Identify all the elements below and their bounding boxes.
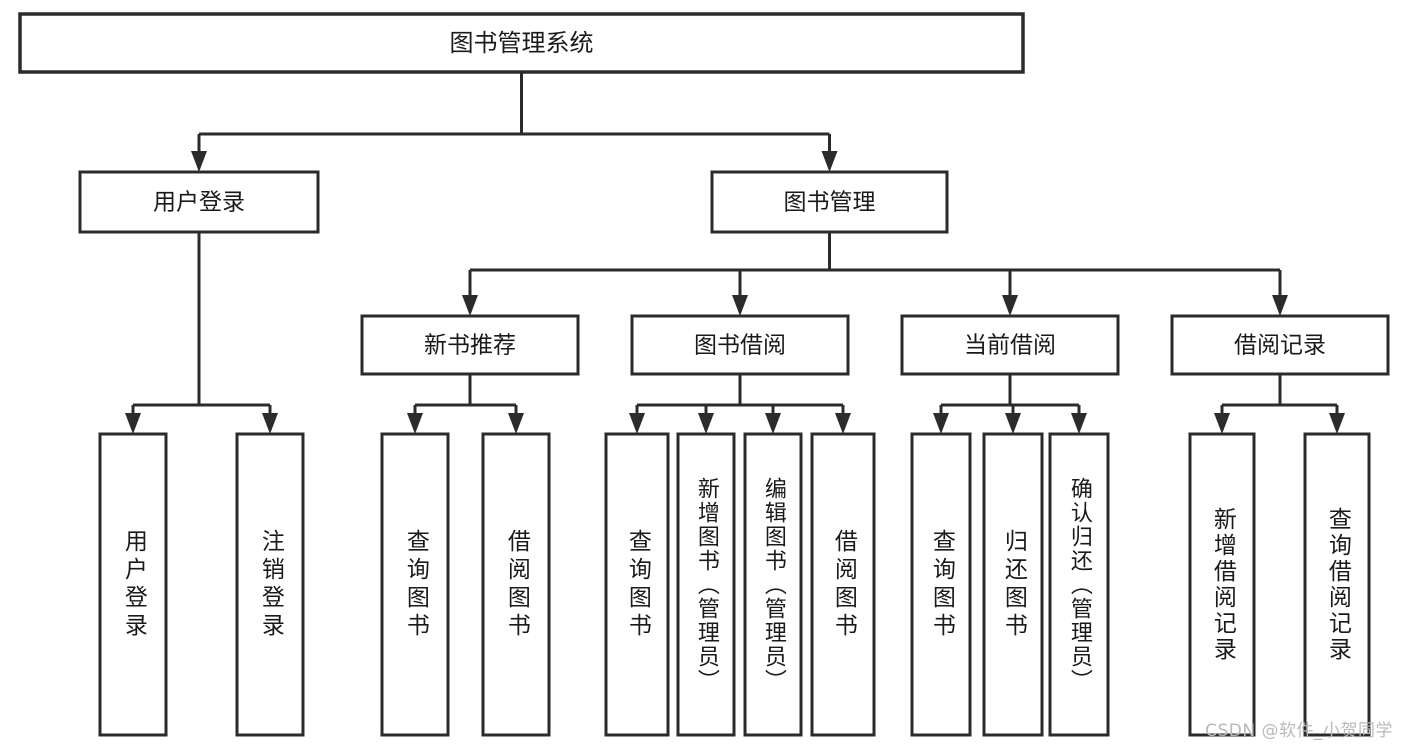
level2-user-login-label: 用户登录 (153, 190, 245, 216)
level3-current-borrow-label: 当前借阅 (964, 333, 1056, 359)
arrow-head-icon-add-borrow-record (1214, 413, 1230, 434)
level2-book-management-label: 图书管理 (784, 190, 876, 216)
arrow-head-icon-confirm-return-admin (1071, 413, 1087, 434)
arrow-head-icon-borrow-record (1272, 295, 1288, 316)
level3-book-borrow-label: 图书借阅 (694, 333, 786, 359)
arrow-head-icon-new-book-recommend (462, 295, 478, 316)
level3-borrow-record-label: 借阅记录 (1234, 333, 1326, 359)
connectors-layer (125, 72, 1345, 434)
leaf-query-book-box[interactable] (910, 432, 972, 737)
leaf-add-borrow-record-box[interactable] (1188, 432, 1256, 737)
leaf-query-borrow-record-box[interactable] (1303, 432, 1371, 737)
leaf-query-book-box[interactable] (380, 432, 450, 737)
level2-user-login-box[interactable] (78, 170, 320, 234)
arrow-head-icon-query-book (407, 413, 423, 434)
level3-new-book-recommend-label: 新书推荐 (424, 333, 516, 359)
arrow-head-icon-edit-book-admin (765, 413, 781, 434)
arrow-head-icon-book-management (821, 151, 838, 172)
node-boxes-layer (18, 12, 1390, 737)
watermark: CSDN @软件_小贺同学 (1205, 721, 1393, 741)
leaf-confirm-return-admin-box[interactable] (1048, 432, 1110, 737)
leaf-borrow-book-box[interactable] (481, 432, 551, 737)
leaf-user-login-box[interactable] (98, 432, 168, 737)
level3-borrow-record-box[interactable] (1170, 314, 1390, 376)
level3-book-borrow-box[interactable] (630, 314, 850, 376)
arrow-head-icon-user-login (125, 413, 141, 434)
root-book-management-system-box[interactable] (18, 12, 1025, 74)
root-book-management-system-label: 图书管理系统 (450, 29, 594, 57)
arrow-head-icon-current-borrow (1002, 295, 1018, 316)
arrow-head-icon-query-borrow-record (1329, 413, 1345, 434)
leaf-return-book-box[interactable] (982, 432, 1044, 737)
arrow-head-icon-query-book (933, 413, 949, 434)
leaf-query-book-box[interactable] (604, 432, 670, 737)
level3-new-book-recommend-box[interactable] (360, 314, 580, 376)
arrow-head-icon-return-book (1005, 413, 1021, 434)
arrow-head-icon-add-book-admin (698, 413, 714, 434)
arrow-head-icon-borrow-book (508, 413, 524, 434)
arrow-head-icon-book-borrow (732, 295, 748, 316)
arrow-head-icon-borrow-book (835, 413, 851, 434)
level3-current-borrow-box[interactable] (900, 314, 1120, 376)
leaf-borrow-book-box[interactable] (810, 432, 876, 737)
arrow-head-icon-user-login (191, 151, 207, 172)
leaf-add-book-admin-box[interactable] (676, 432, 736, 737)
arrow-head-icon-query-book (629, 413, 645, 434)
arrow-head-icon-logout (262, 413, 278, 434)
level2-book-management-box[interactable] (710, 170, 949, 234)
leaf-logout-box[interactable] (235, 432, 305, 737)
leaf-edit-book-admin-box[interactable] (743, 432, 803, 737)
